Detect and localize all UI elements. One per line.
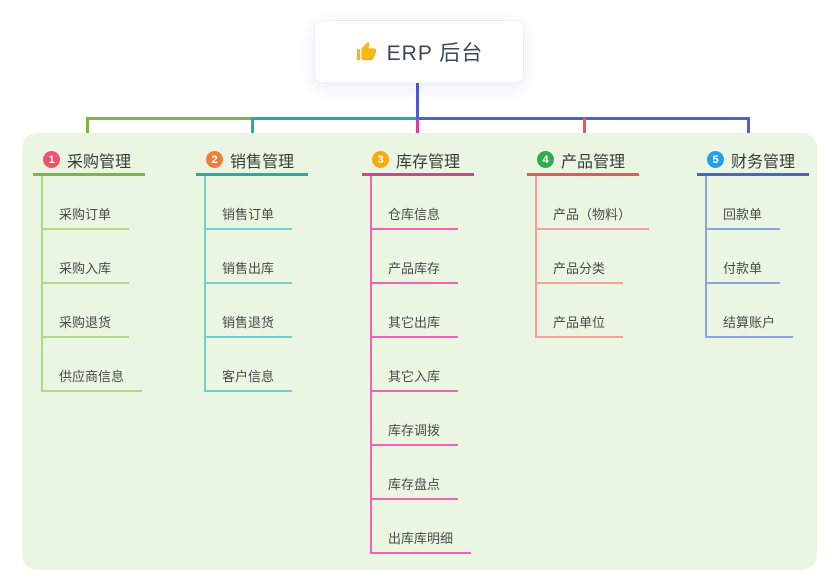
child-node[interactable]: 销售订单: [206, 176, 293, 230]
bus-connector-teal: [252, 117, 417, 120]
child-node[interactable]: 采购退货: [43, 284, 130, 338]
child-node[interactable]: 采购入库: [43, 230, 130, 284]
child-node[interactable]: 采购订单: [43, 176, 130, 230]
branch-finance: 5 财务管理 回款单 付款单 结算账户: [697, 146, 809, 338]
children-list-finance: 回款单 付款单 结算账户: [705, 176, 794, 338]
thumbs-up-icon: [355, 41, 377, 63]
child-node[interactable]: 产品库存: [372, 230, 459, 284]
branch-product: 4 产品管理 产品（物料） 产品分类 产品单位: [527, 146, 650, 338]
child-node[interactable]: 出库库明细: [372, 500, 472, 554]
badge-number-2: 2: [206, 151, 223, 168]
branch-sales: 2 销售管理 销售订单 销售出库 销售退货 客户信息: [196, 146, 308, 392]
child-node[interactable]: 付款单: [707, 230, 781, 284]
drop-connector-purchase: [86, 117, 89, 143]
child-node[interactable]: 供应商信息: [43, 338, 143, 392]
branch-label-inventory: 库存管理: [396, 153, 461, 171]
badge-number-4: 4: [537, 151, 554, 168]
branch-inventory: 3 库存管理 仓库信息 产品库存 其它出库 其它入库 库存调拨 库存盘点 出库库…: [362, 146, 474, 554]
trunk-connector: [416, 83, 419, 119]
children-list-product: 产品（物料） 产品分类 产品单位: [535, 176, 650, 338]
mindmap-canvas-panel: [22, 133, 817, 570]
branch-label-product: 产品管理: [561, 153, 626, 171]
child-node[interactable]: 结算账户: [707, 284, 794, 338]
root-node[interactable]: ERP 后台: [314, 20, 524, 83]
bus-connector-blue: [416, 117, 749, 120]
children-list-sales: 销售订单 销售出库 销售退货 客户信息: [204, 176, 293, 392]
branch-purchase: 1 采购管理 采购订单 采购入库 采购退货 供应商信息: [33, 146, 145, 392]
badge-number-1: 1: [43, 151, 60, 168]
child-node[interactable]: 客户信息: [206, 338, 293, 392]
child-node[interactable]: 产品（物料）: [537, 176, 650, 230]
branch-node-sales[interactable]: 2 销售管理: [196, 146, 308, 176]
branch-label-sales: 销售管理: [230, 153, 295, 171]
child-node[interactable]: 库存盘点: [372, 446, 459, 500]
child-node[interactable]: 回款单: [707, 176, 781, 230]
child-node[interactable]: 销售退货: [206, 284, 293, 338]
branch-node-finance[interactable]: 5 财务管理: [697, 146, 809, 176]
branch-node-inventory[interactable]: 3 库存管理: [362, 146, 474, 176]
badge-number-5: 5: [707, 151, 724, 168]
drop-connector-product: [583, 117, 586, 143]
root-title: ERP 后台: [386, 41, 484, 65]
branch-label-finance: 财务管理: [731, 153, 796, 171]
branch-label-purchase: 采购管理: [67, 153, 132, 171]
bus-connector-green: [86, 117, 253, 120]
badge-number-3: 3: [372, 151, 389, 168]
drop-connector-finance: [747, 117, 750, 143]
child-node[interactable]: 其它入库: [372, 338, 459, 392]
child-node[interactable]: 产品分类: [537, 230, 624, 284]
child-node[interactable]: 产品单位: [537, 284, 624, 338]
child-node[interactable]: 其它出库: [372, 284, 459, 338]
child-node[interactable]: 库存调拨: [372, 392, 459, 446]
branch-node-purchase[interactable]: 1 采购管理: [33, 146, 145, 176]
branch-node-product[interactable]: 4 产品管理: [527, 146, 639, 176]
children-list-purchase: 采购订单 采购入库 采购退货 供应商信息: [41, 176, 143, 392]
child-node[interactable]: 销售出库: [206, 230, 293, 284]
drop-connector-sales: [251, 117, 254, 143]
children-list-inventory: 仓库信息 产品库存 其它出库 其它入库 库存调拨 库存盘点 出库库明细: [370, 176, 472, 554]
child-node[interactable]: 仓库信息: [372, 176, 459, 230]
drop-connector-inventory: [416, 119, 419, 143]
